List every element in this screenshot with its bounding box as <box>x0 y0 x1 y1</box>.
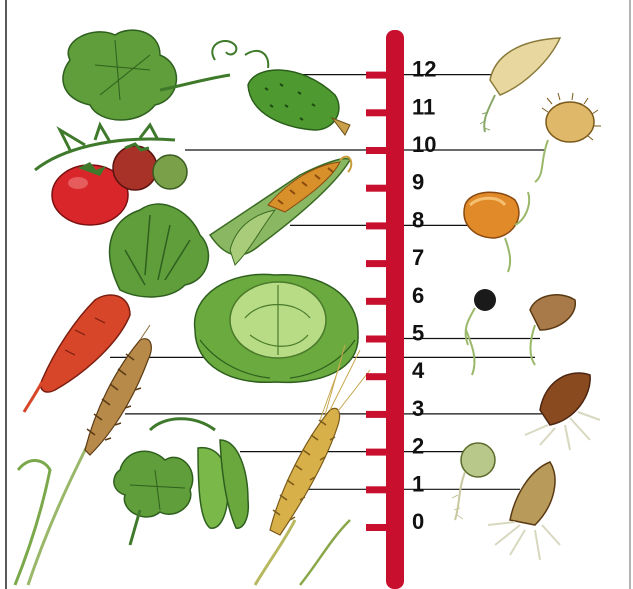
scale-tick <box>366 449 390 456</box>
wheat-seed-icon <box>488 462 560 560</box>
scale-label: 0 <box>412 509 424 534</box>
scale-label: 8 <box>412 207 424 232</box>
scale-tick <box>366 373 390 380</box>
rye-seed-icon <box>525 373 600 450</box>
scale-label: 7 <box>412 245 424 270</box>
scale-label: 3 <box>412 396 424 421</box>
scale-tick <box>366 336 390 343</box>
tomato-seed-icon <box>535 93 601 182</box>
scale-tick <box>366 411 390 418</box>
scale-label: 10 <box>412 132 436 157</box>
scale-label: 9 <box>412 170 424 195</box>
scale-tick <box>366 72 390 79</box>
scale-tick <box>366 109 390 116</box>
scale-tick <box>366 222 390 229</box>
scale-label: 2 <box>412 434 424 459</box>
scale-tick <box>366 260 390 267</box>
scale-tick <box>366 185 390 192</box>
carrot-seed-icon <box>530 295 575 365</box>
scale-label: 1 <box>412 471 424 496</box>
scale-tick <box>366 147 390 154</box>
corn-seed-icon <box>464 192 529 272</box>
cabbage-icon <box>195 274 358 382</box>
pea-plant-icon <box>114 419 248 545</box>
scale-label: 4 <box>412 358 425 383</box>
scale-tick <box>366 298 390 305</box>
scale-tick <box>366 486 390 493</box>
scale-tick <box>366 524 390 531</box>
scale-label: 6 <box>412 283 424 308</box>
scale-label: 11 <box>412 94 435 119</box>
pea-seed-icon <box>452 443 495 520</box>
scale-label: 5 <box>412 321 424 346</box>
cabbage-seed-icon <box>466 289 496 375</box>
cucumber-icon <box>63 30 350 135</box>
scale-label: 12 <box>412 57 436 82</box>
corn-icon <box>210 157 351 265</box>
